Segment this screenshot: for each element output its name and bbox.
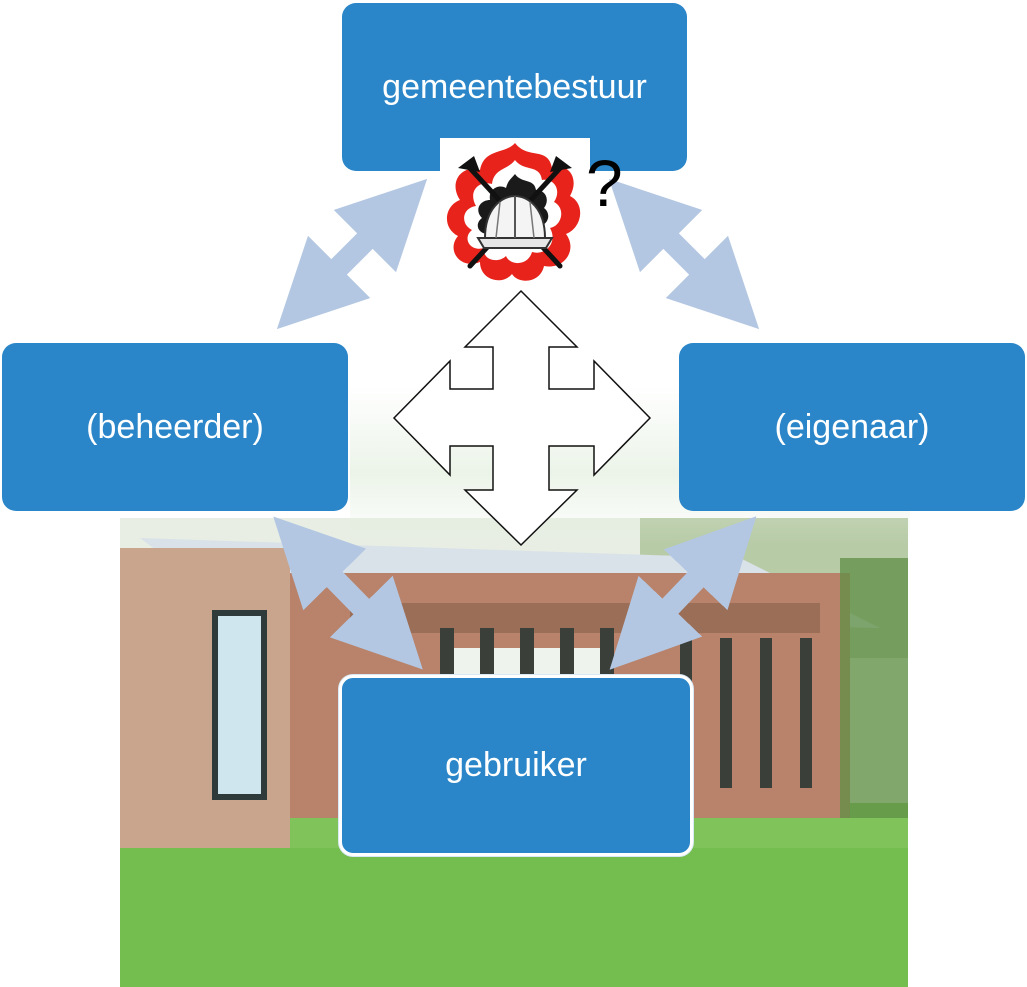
node-label-right: (eigenaar) [774, 407, 930, 446]
node-eigenaar: (eigenaar) [679, 343, 1025, 511]
connector-right-bottom [609, 516, 757, 670]
four-way-arrow-icon [392, 289, 652, 547]
node-label-top: gemeentebestuur [382, 67, 647, 106]
node-gebruiker: gebruiker [339, 675, 693, 856]
node-beheerder: (beheerder) [2, 343, 348, 511]
question-mark: ? [586, 146, 623, 220]
connector-top-left [276, 178, 428, 330]
connector-top-right [608, 178, 760, 330]
node-label-bottom: gebruiker [445, 746, 587, 784]
node-label-left: (beheerder) [86, 407, 264, 446]
connector-left-bottom [273, 516, 423, 670]
fire-department-emblem-icon [440, 138, 590, 288]
